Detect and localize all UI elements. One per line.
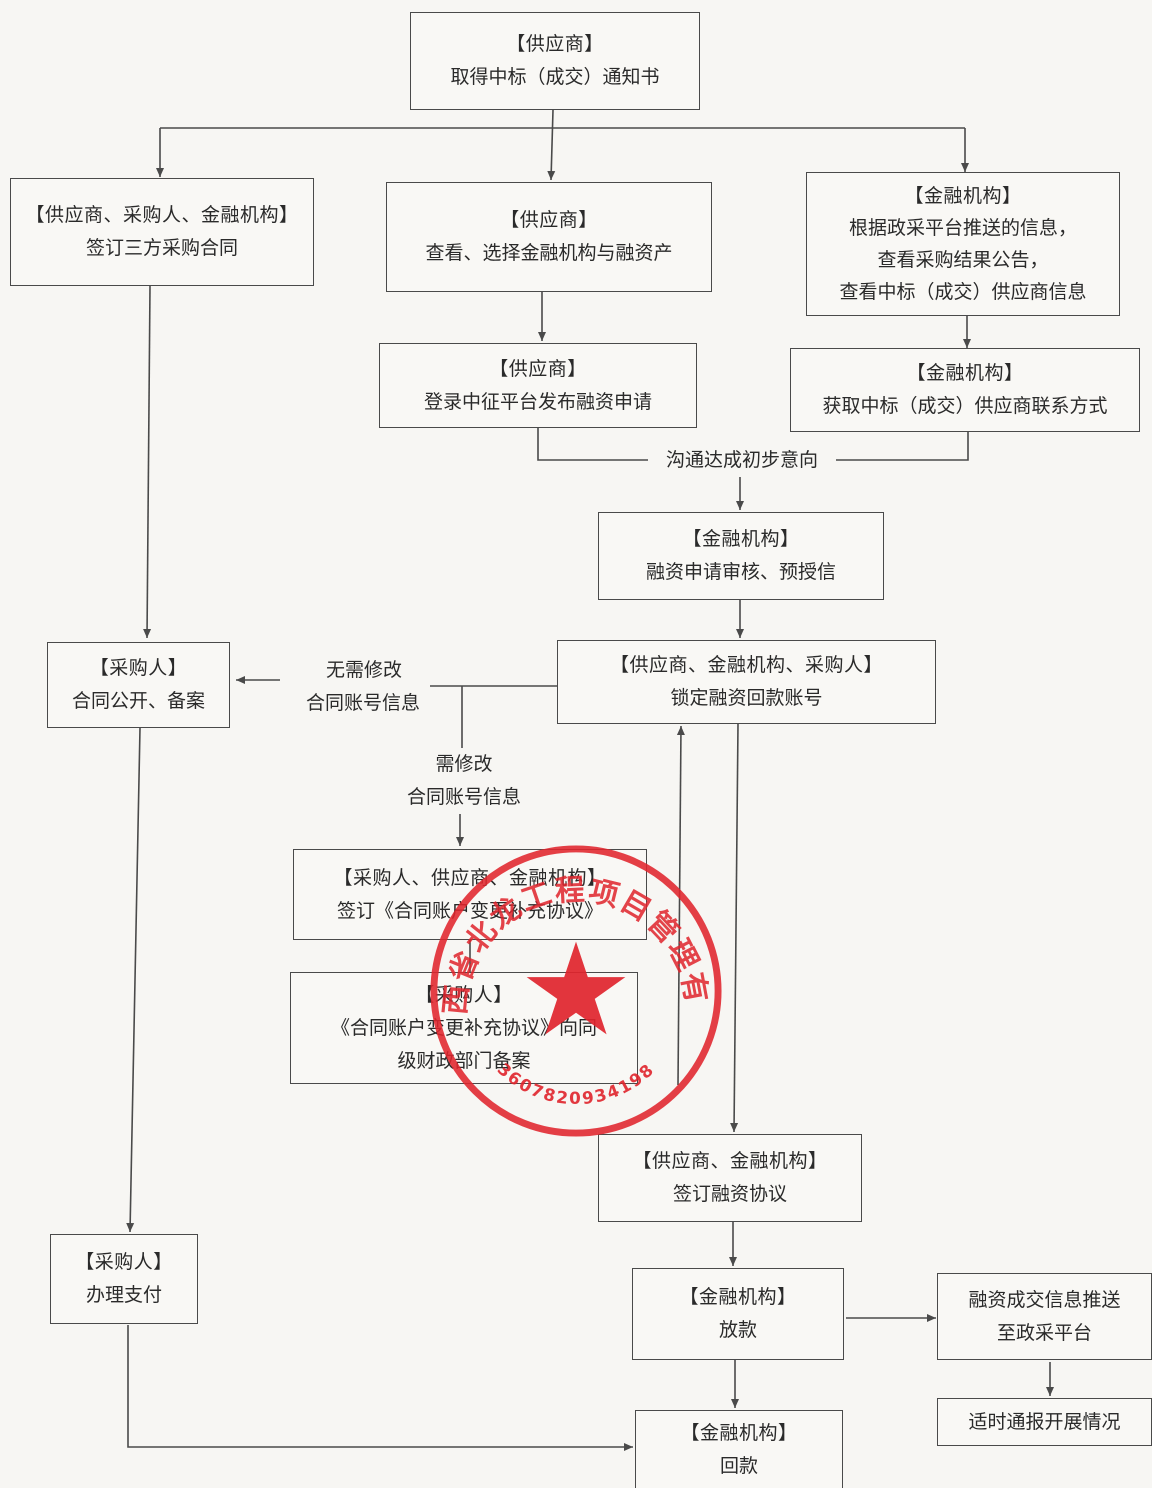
node-text: 查看、选择金融机构与融资产 [425, 242, 673, 264]
edge-label-no-change-detail: 合同账号信息 [284, 687, 442, 720]
node-publish-financing-request: 【供应商】 登录中征平台发布融资申请 [379, 343, 697, 428]
seal-star-icon [526, 941, 626, 1035]
node-report-progress: 适时通报开展情况 [937, 1398, 1152, 1446]
node-text: 适时通报开展情况 [968, 1410, 1121, 1433]
node-financing-review: 【金融机构】 融资申请审核、预授信 [598, 512, 884, 600]
node-select-financial-institution: 【供应商】 查看、选择金融机构与融资产 [386, 182, 712, 292]
node-sign-financing-agreement: 【供应商、金融机构】 签订融资协议 [598, 1134, 862, 1222]
node-supplier-award-notice: 【供应商】 取得中标（成交）通知书 [410, 12, 700, 110]
node-text: 签订融资协议 [672, 1183, 787, 1205]
node-role: 【采购人、供应商、金融机构】 [333, 866, 607, 889]
node-text: 获取中标（成交）供应商联系方式 [822, 395, 1108, 417]
connector-n13-n17 [127, 1325, 633, 1451]
node-text: 登录中征平台发布融资申请 [423, 390, 652, 413]
node-text: 签订三方采购合同 [85, 237, 238, 259]
node-text: 根据政采平台推送的信息， [848, 217, 1077, 239]
node-role: 【供应商】 [489, 357, 587, 380]
node-text: 级财政部门备案 [397, 1049, 531, 1072]
node-repayment: 【金融机构】 回款 [635, 1410, 843, 1488]
arrow-n9-n12 [730, 723, 739, 1133]
node-text: 查看中标（成交）供应商信息 [839, 281, 1087, 303]
node-institution-view-info: 【金融机构】 根据政采平台推送的信息， 查看采购结果公告， 查看中标（成交）供应… [806, 172, 1120, 316]
node-role: 【供应商、金融机构、采购人】 [609, 654, 883, 676]
node-loan-disbursement: 【金融机构】 放款 [632, 1268, 844, 1360]
node-role: 【采购人】 [89, 657, 188, 679]
seal-number: 3607820934198 [494, 1059, 657, 1108]
node-text: 《合同账户变更补充协议》向同 [330, 1016, 597, 1039]
node-text: 查看采购结果公告， [877, 249, 1049, 271]
arrow-n2-n8 [143, 285, 152, 639]
node-text: 签订《合同账户变更补充协议》 [336, 899, 603, 922]
node-role: 【金融机构】 [904, 185, 1022, 207]
node-role: 【供应商、采购人、金融机构】 [25, 204, 299, 226]
connector-intent-right [832, 432, 969, 461]
node-role: 【采购人】 [75, 1251, 173, 1273]
node-text: 融资申请审核、预授信 [645, 561, 836, 583]
node-text: 回款 [719, 1454, 758, 1477]
node-lock-repayment-account: 【供应商、金融机构、采购人】 锁定融资回款账号 [557, 640, 936, 724]
arrow-return-n9 [676, 725, 685, 1086]
node-role: 【金融机构】 [680, 1421, 798, 1444]
node-text: 合同公开、备案 [71, 690, 205, 712]
node-role: 【供应商】 [506, 33, 604, 55]
node-text: 融资成交信息推送 [968, 1288, 1121, 1311]
edge-label-need-change-detail: 合同账号信息 [380, 781, 548, 814]
node-push-to-platform: 融资成交信息推送 至政采平台 [937, 1273, 1152, 1360]
node-purchaser-payment: 【采购人】 办理支付 [50, 1234, 198, 1324]
svg-text:3607820934198: 3607820934198 [494, 1059, 659, 1108]
node-role: 【采购人】 [415, 983, 513, 1006]
edge-label-need-change: 需修改 [405, 748, 523, 781]
connector-intent-left [537, 428, 650, 461]
edge-label-intent: 沟通达成初步意向 [648, 444, 836, 477]
node-text: 至政采平台 [996, 1321, 1092, 1344]
node-role: 【供应商】 [500, 209, 598, 231]
node-agreement-filing: 【采购人】 《合同账户变更补充协议》向同 级财政部门备案 [290, 972, 638, 1084]
company-seal: 西省北龙工程项目管理有限公司 3607820934198 [428, 843, 722, 1137]
node-get-supplier-contact: 【金融机构】 获取中标（成交）供应商联系方式 [790, 348, 1140, 432]
edge-label-no-change: 无需修改 [300, 654, 428, 687]
node-role: 【金融机构】 [682, 528, 800, 550]
node-role: 【金融机构】 [906, 362, 1024, 384]
node-text: 办理支付 [85, 1284, 162, 1306]
node-text: 锁定融资回款账号 [670, 687, 823, 709]
node-sign-tripartite-contract: 【供应商、采购人、金融机构】 签订三方采购合同 [10, 178, 314, 286]
node-text: 放款 [718, 1319, 757, 1341]
node-role: 【金融机构】 [679, 1286, 797, 1308]
node-text: 取得中标（成交）通知书 [450, 66, 660, 88]
node-contract-public-filing: 【采购人】 合同公开、备案 [47, 642, 230, 728]
node-role: 【供应商、金融机构】 [632, 1150, 828, 1172]
arrow-n1-n3 [547, 109, 556, 181]
node-sign-account-change-agreement: 【采购人、供应商、金融机构】 签订《合同账户变更补充协议》 [293, 849, 647, 940]
arrow-n8-n13 [126, 727, 141, 1233]
